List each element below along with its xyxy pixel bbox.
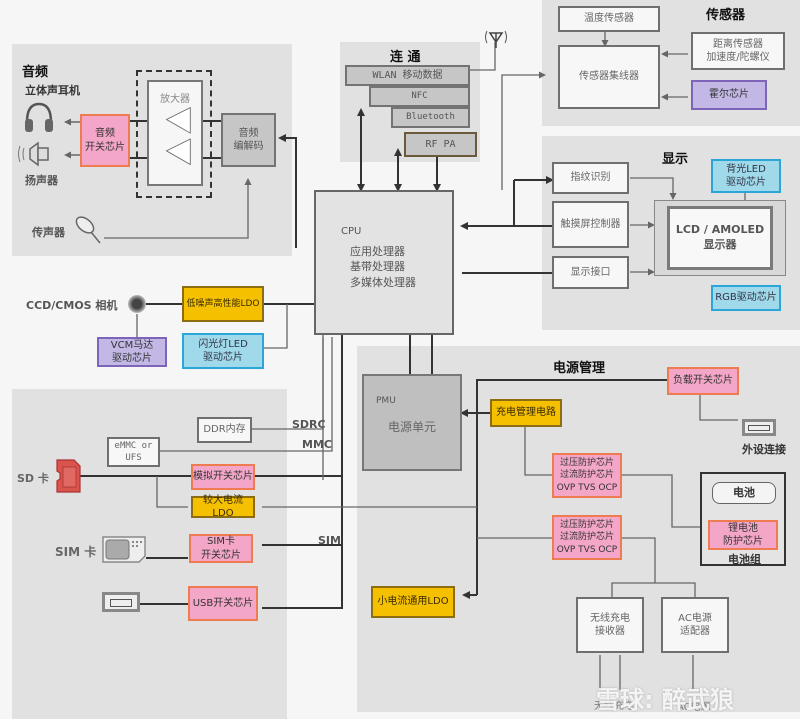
bluetooth-chip: Bluetooth (391, 107, 470, 128)
fingerprint-sensor: 指纹识别 (552, 162, 629, 194)
temperature-sensor: 温度传感器 (558, 6, 660, 32)
charge-management-circuit: 充电管理电路 (490, 399, 562, 427)
connectivity-title: 连 通 (390, 50, 421, 65)
wlan-chip: WLAN 移动数据 (345, 65, 470, 86)
ddr-memory: DDR内存 (197, 417, 252, 443)
speaker-label: 扬声器 (25, 174, 58, 187)
peripheral-label: 外设连接 (742, 443, 786, 456)
audio-codec-chip: 音频 编解码 (221, 113, 276, 167)
wireless-charging-receiver: 无线充电 接收器 (576, 597, 644, 653)
amplifier-triangles-icon (165, 106, 191, 166)
battery-protection-chip: 锂电池 防护芯片 (708, 520, 778, 550)
sensor-hub: 传感器集线器 (558, 45, 660, 109)
ac-source-label: AC电源 (677, 702, 711, 713)
display-panel: LCD / AMOLED 显示器 (667, 206, 773, 270)
amplifier-box: 放大器 (147, 80, 203, 186)
vcm-motor-driver: VCM马达 驱动芯片 (97, 337, 167, 367)
hall-sensor-chip: 霍尔芯片 (691, 80, 767, 110)
ac-power-adapter: AC电源 适配器 (661, 597, 729, 653)
proximity-accel-gyro-sensor: 距离传感器 加速度/陀螺仪 (691, 32, 785, 70)
peripheral-port-icon (742, 419, 776, 436)
wireless-source-label: 无线充电 (594, 701, 634, 712)
amplifier-dashed-border (136, 70, 212, 198)
emmc-ufs: eMMC or UFS (107, 437, 160, 467)
battery-cell: 电池 (712, 482, 776, 504)
low-noise-ldo: 低噪声高性能LDO (182, 286, 264, 322)
sim-card-label: SIM 卡 (55, 545, 97, 559)
sensors-title: 传感器 (706, 8, 746, 23)
sim-switch-chip: SIM卡 开关芯片 (189, 534, 253, 563)
sim-card-icon (102, 536, 146, 563)
protection-chip-2: 过压防护芯片 过流防护芯片 OVP TVS OCP (552, 515, 622, 560)
display-panel-frame: LCD / AMOLED 显示器 (654, 200, 786, 276)
battery-pack: 电池 锂电池 防护芯片 电池组 (700, 472, 786, 566)
small-current-ldo: 小电流通用LDO (371, 586, 455, 618)
microphone-icon (72, 212, 104, 246)
sim-bus-label: SIM (318, 534, 341, 547)
analog-switch-chip: 模拟开关芯片 (191, 464, 255, 490)
display-interface: 显示接口 (552, 256, 629, 289)
display-title: 显示 (662, 152, 689, 167)
backlight-led-driver: 背光LED 驱动芯片 (711, 159, 781, 193)
audio-title: 音频 (22, 65, 49, 80)
amplifier-label: 放大器 (160, 94, 190, 105)
pmu-desc: 电源单元 (388, 420, 437, 434)
pmu-block: PMU 电源单元 (362, 374, 462, 471)
battery-pack-label: 电池组 (728, 553, 761, 566)
antenna-icon (482, 28, 510, 48)
rf-pa-chip: RF PA (404, 132, 477, 157)
touch-controller: 触摸屏控制器 (552, 201, 629, 248)
cpu-block: CPU 应用处理器 基带处理器 多媒体处理器 (314, 190, 454, 335)
cpu-functions: 应用处理器 基带处理器 多媒体处理器 (350, 245, 416, 289)
camera-lens-icon (128, 295, 146, 313)
audio-switch-chip: 音频 开关芯片 (80, 114, 130, 167)
cpu-name: CPU (341, 226, 362, 237)
nfc-chip: NFC (369, 86, 470, 107)
headphones-icon (22, 100, 56, 134)
camera-label: CCD/CMOS 相机 (26, 299, 118, 312)
mic-label: 传声器 (32, 226, 65, 239)
load-switch-chip: 负载开关芯片 (667, 367, 739, 395)
flash-led-driver: 闪光灯LED 驱动芯片 (182, 333, 264, 369)
rgb-driver-chip: RGB驱动芯片 (711, 285, 781, 311)
headphones-label: 立体声耳机 (25, 84, 80, 97)
speaker-icon (16, 140, 52, 168)
power-title: 电源管理 (553, 361, 606, 376)
watermark: 雪球: 醉武狼 (596, 686, 734, 714)
pmu-name: PMU (376, 396, 396, 406)
sdrc-bus-label: SDRC (292, 418, 326, 431)
usb-switch-chip: USB开关芯片 (188, 586, 258, 621)
sd-card-icon (56, 459, 81, 493)
high-current-ldo: 较大电流LDO (191, 495, 255, 519)
usb-port-icon (102, 592, 140, 612)
mmc-bus-label: MMC (302, 438, 332, 451)
sd-card-label: SD 卡 (17, 472, 49, 485)
protection-chip-1: 过压防护芯片 过流防护芯片 OVP TVS OCP (552, 453, 622, 498)
